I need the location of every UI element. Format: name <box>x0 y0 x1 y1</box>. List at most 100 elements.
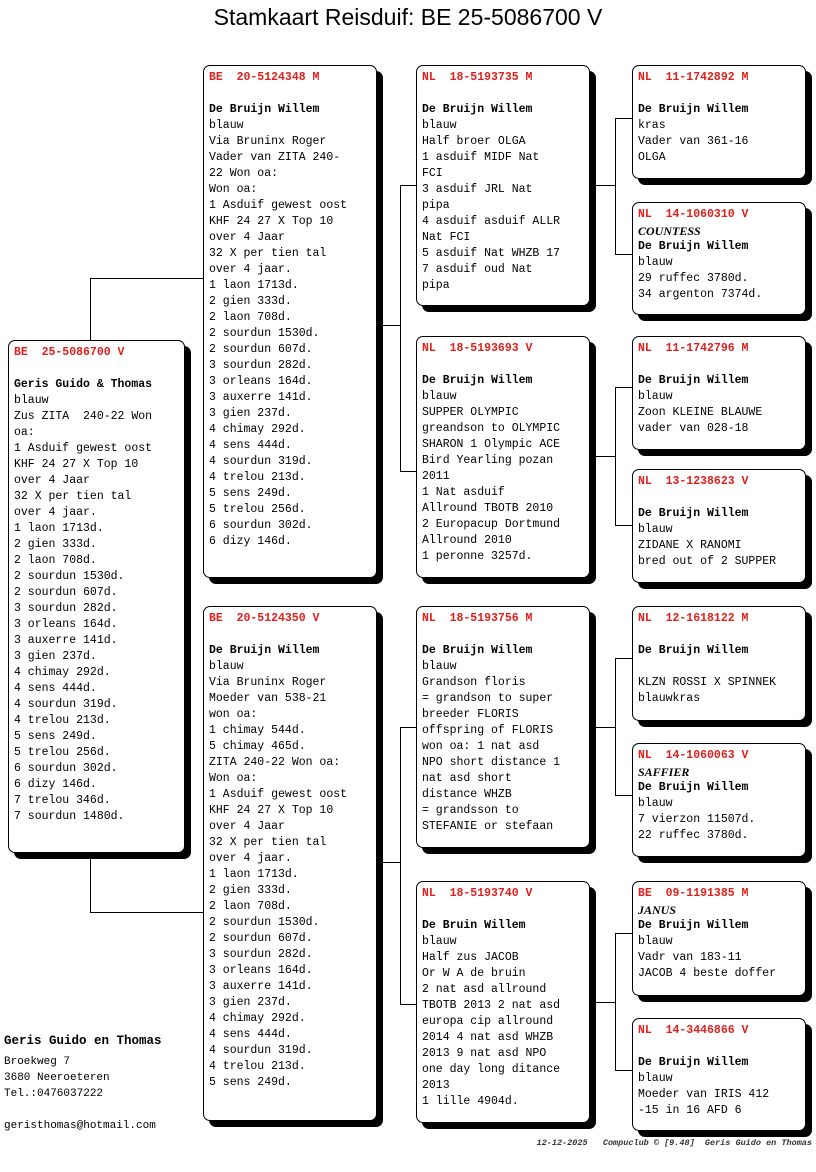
pigeon-name <box>638 1039 800 1055</box>
info-line: 1 laon 1713d. <box>209 868 299 881</box>
connector <box>615 118 616 254</box>
info-line: 2 sourdun 607d. <box>209 932 313 945</box>
info-line: 6 sourdun 302d. <box>14 762 118 775</box>
info-line: 2013 9 nat asd NPO <box>422 1047 547 1060</box>
pigeon-name <box>422 86 584 102</box>
pigeon-name <box>638 627 800 643</box>
info-line: SHARON 1 Olympic ACE <box>422 438 561 451</box>
ring-number: NL 14-1060310 V <box>638 208 749 221</box>
info-line: 4 chimay 292d. <box>14 666 111 679</box>
info-line: Bird Yearling pozan <box>422 454 554 467</box>
ring-number: NL 11-1742796 M <box>638 342 749 355</box>
info-line: 6 sourdun 302d. <box>209 519 313 532</box>
info-line: Won oa: <box>209 183 258 196</box>
connector <box>90 852 91 912</box>
info-line: breeder FLORIS <box>422 708 519 721</box>
breeder-name: De Bruijn Willem <box>209 644 320 657</box>
breeder-name: De Bruijn Willem <box>638 507 749 520</box>
info-line: ZITA 240-22 Won oa: <box>209 756 341 769</box>
info-line: 3 asduif JRL Nat <box>422 183 533 196</box>
info-line: Grandson floris <box>422 676 526 689</box>
info-line: 2 sourdun 1530d. <box>14 570 125 583</box>
info-line: KHF 24 27 X Top 10 <box>209 804 334 817</box>
info-line: 4 trelou 213d. <box>209 471 306 484</box>
info-line: 3 gien 237d. <box>14 650 97 663</box>
info-line: 32 X per tien tal <box>209 247 327 260</box>
info-line: 3 orleans 164d. <box>209 375 313 388</box>
info-line: 2 laon 708d. <box>14 554 97 567</box>
info-line: 29 ruffec 3780d. <box>638 272 749 285</box>
info-line: blauw <box>638 256 673 269</box>
info-line: TBOTB 2013 2 nat asd <box>422 999 561 1012</box>
info-line: 22 ruffec 3780d. <box>638 829 749 842</box>
breeder-name: De Bruijn Willem <box>638 1056 749 1069</box>
info-line: 2011 <box>422 470 450 483</box>
connector <box>615 118 632 119</box>
info-line: blauwkras <box>638 692 701 705</box>
info-line: 1 laon 1713d. <box>14 522 104 535</box>
ring-number: NL 12-1618122 M <box>638 612 749 625</box>
ring-number: NL 18-5193756 M <box>422 612 533 625</box>
connector <box>400 727 416 728</box>
info-line: over 4 Jaar <box>209 820 285 833</box>
breeder-name: De Bruin Willem <box>422 919 526 932</box>
info-line: -15 in 16 AFD 6 <box>638 1104 742 1117</box>
info-line: 7 vierzon 11507d. <box>638 813 756 826</box>
connector <box>615 387 616 525</box>
info-line: over 4 Jaar <box>209 231 285 244</box>
info-line: = grandsson to <box>422 804 519 817</box>
page-title: Stamkaart Reisduif: BE 25-5086700 V <box>213 4 603 30</box>
info-line: 4 asduif asduif ALLR <box>422 215 561 228</box>
info-line: blauw <box>209 119 244 132</box>
ring-number: NL 18-5193735 M <box>422 71 533 84</box>
info-line: over 4 Jaar <box>14 474 90 487</box>
info-line: 2 sourdun 607d. <box>14 586 118 599</box>
info-line: 1 Asduif gewest oost <box>209 199 348 212</box>
ring-number: NL 18-5193693 V <box>422 342 533 355</box>
connector <box>400 1004 416 1005</box>
info-line: distance WHZB <box>422 788 512 801</box>
info-line: 5 sens 249d. <box>209 1076 292 1089</box>
info-line: 3 gien 237d. <box>209 996 292 1009</box>
info-line: 7 asduif oud Nat <box>422 263 533 276</box>
info-line: greandson to OLYMPIC <box>422 422 561 435</box>
info-line: KHF 24 27 X Top 10 <box>209 215 334 228</box>
info-line: blauw <box>209 660 244 673</box>
info-line: 3 orleans 164d. <box>14 618 118 631</box>
ring-number: BE 20-5124348 M <box>209 71 320 84</box>
info-line: 1 chimay 544d. <box>209 724 306 737</box>
info-line: 1 Nat asduif <box>422 486 505 499</box>
info-line: kras <box>638 119 666 132</box>
ring-number: NL 18-5193740 V <box>422 887 533 900</box>
info-line: Via Bruninx Roger <box>209 135 327 148</box>
info-line: 4 sourdun 319d. <box>209 455 313 468</box>
connector <box>400 185 401 472</box>
info-line: KLZN ROSSI X SPINNEK <box>638 676 777 689</box>
connector <box>615 254 632 255</box>
info-line: 3 sourdun 282d. <box>209 948 313 961</box>
info-line: 5 trelou 256d. <box>209 503 306 516</box>
info-line: 4 chimay 292d. <box>209 423 306 436</box>
info-line: blauw <box>638 797 673 810</box>
info-line: 3 auxerre 141d. <box>14 634 118 647</box>
connector <box>400 185 416 186</box>
info-line: blauw <box>422 390 457 403</box>
owner-email: geristhomas@hotmail.com <box>4 1120 156 1132</box>
info-line: 2 gien 333d. <box>209 295 292 308</box>
info-line: 3 sourdun 282d. <box>14 602 118 615</box>
breeder-name: De Bruijn Willem <box>422 374 533 387</box>
info-line: 1 Asduif gewest oost <box>14 442 153 455</box>
pigeon-name <box>638 490 800 506</box>
connector <box>90 278 203 279</box>
info-line: 5 sens 249d. <box>209 487 292 500</box>
connector <box>90 912 203 913</box>
info-line: won oa: <box>209 708 258 721</box>
